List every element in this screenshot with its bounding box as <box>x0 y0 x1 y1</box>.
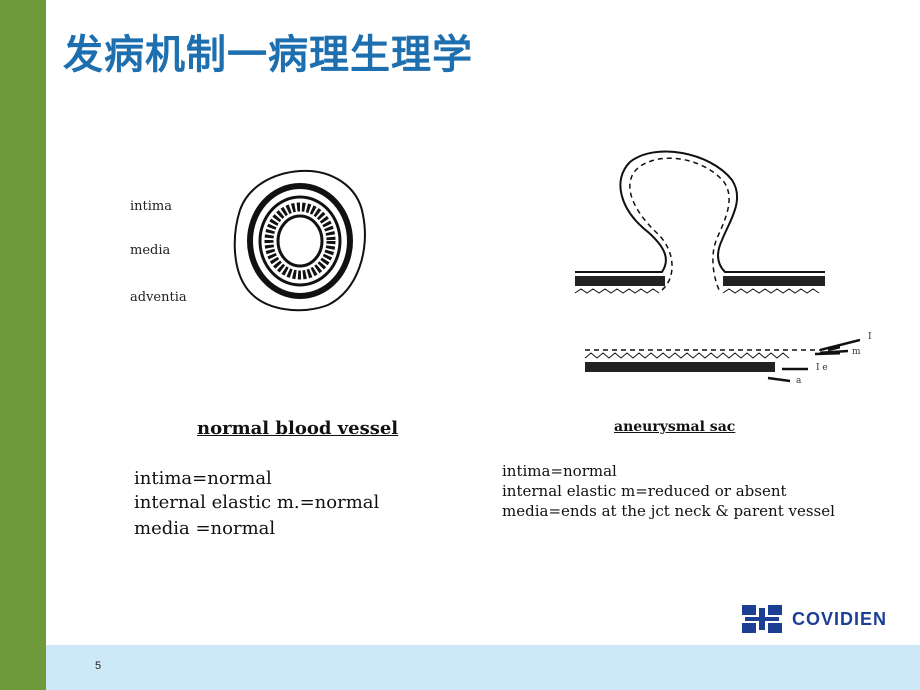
arrow-label-m: m <box>852 347 861 357</box>
arrow-label-i: I <box>868 332 872 342</box>
arrow-adventitia <box>767 376 791 383</box>
normal-note-media: media =normal <box>134 518 276 539</box>
label-intima: intima <box>130 199 172 214</box>
layer-media-band <box>585 362 775 372</box>
aneurysm-note-intima: intima=normal <box>502 462 617 480</box>
intima-band <box>264 202 336 280</box>
sac-adventitia-dashed <box>629 157 730 293</box>
parent-wall-left <box>575 276 665 286</box>
parent-wall-right <box>723 276 825 286</box>
arrow-label-a: a <box>796 376 802 386</box>
left-accent-bar <box>0 0 46 690</box>
footer-band <box>46 645 920 690</box>
normal-vessel-diagram <box>233 169 366 312</box>
aneurysm-caption: aneurysmal sac <box>614 419 736 435</box>
covidien-wordmark: COVIDIEN <box>792 608 888 629</box>
arrow-stroke-top <box>820 338 860 352</box>
covidien-logo: COVIDIEN <box>742 605 887 633</box>
arrow-stroke-mid <box>820 349 849 354</box>
sac-wall <box>575 150 825 273</box>
parent-wave-left <box>574 288 660 294</box>
adventitia-outline <box>233 169 366 312</box>
normal-note-elastic: internal elastic m.=normal <box>134 492 380 513</box>
parent-wave-right <box>722 288 820 294</box>
slide-title: 发病机制一病理生理学 <box>63 32 473 78</box>
arrow-label-ie: I e <box>816 363 828 373</box>
normal-note-intima: intima=normal <box>134 468 272 489</box>
aneurysm-note-elastic: internal elastic m=reduced or absent <box>502 482 787 500</box>
label-media: media <box>130 243 171 258</box>
page-number: 5 <box>95 660 102 672</box>
normal-vessel-caption: normal blood vessel <box>197 418 399 439</box>
arrow-intima <box>827 345 840 352</box>
label-adventia: adventia <box>130 290 187 305</box>
media-inner-ring <box>258 195 342 287</box>
arrow-heads <box>820 338 860 354</box>
media-outer-ring <box>247 183 353 299</box>
layer-wave <box>584 352 790 359</box>
covidien-cross-icon <box>742 605 782 633</box>
lumen-border <box>276 214 324 268</box>
aneurysm-note-media: media=ends at the jct neck & parent vess… <box>502 502 835 520</box>
